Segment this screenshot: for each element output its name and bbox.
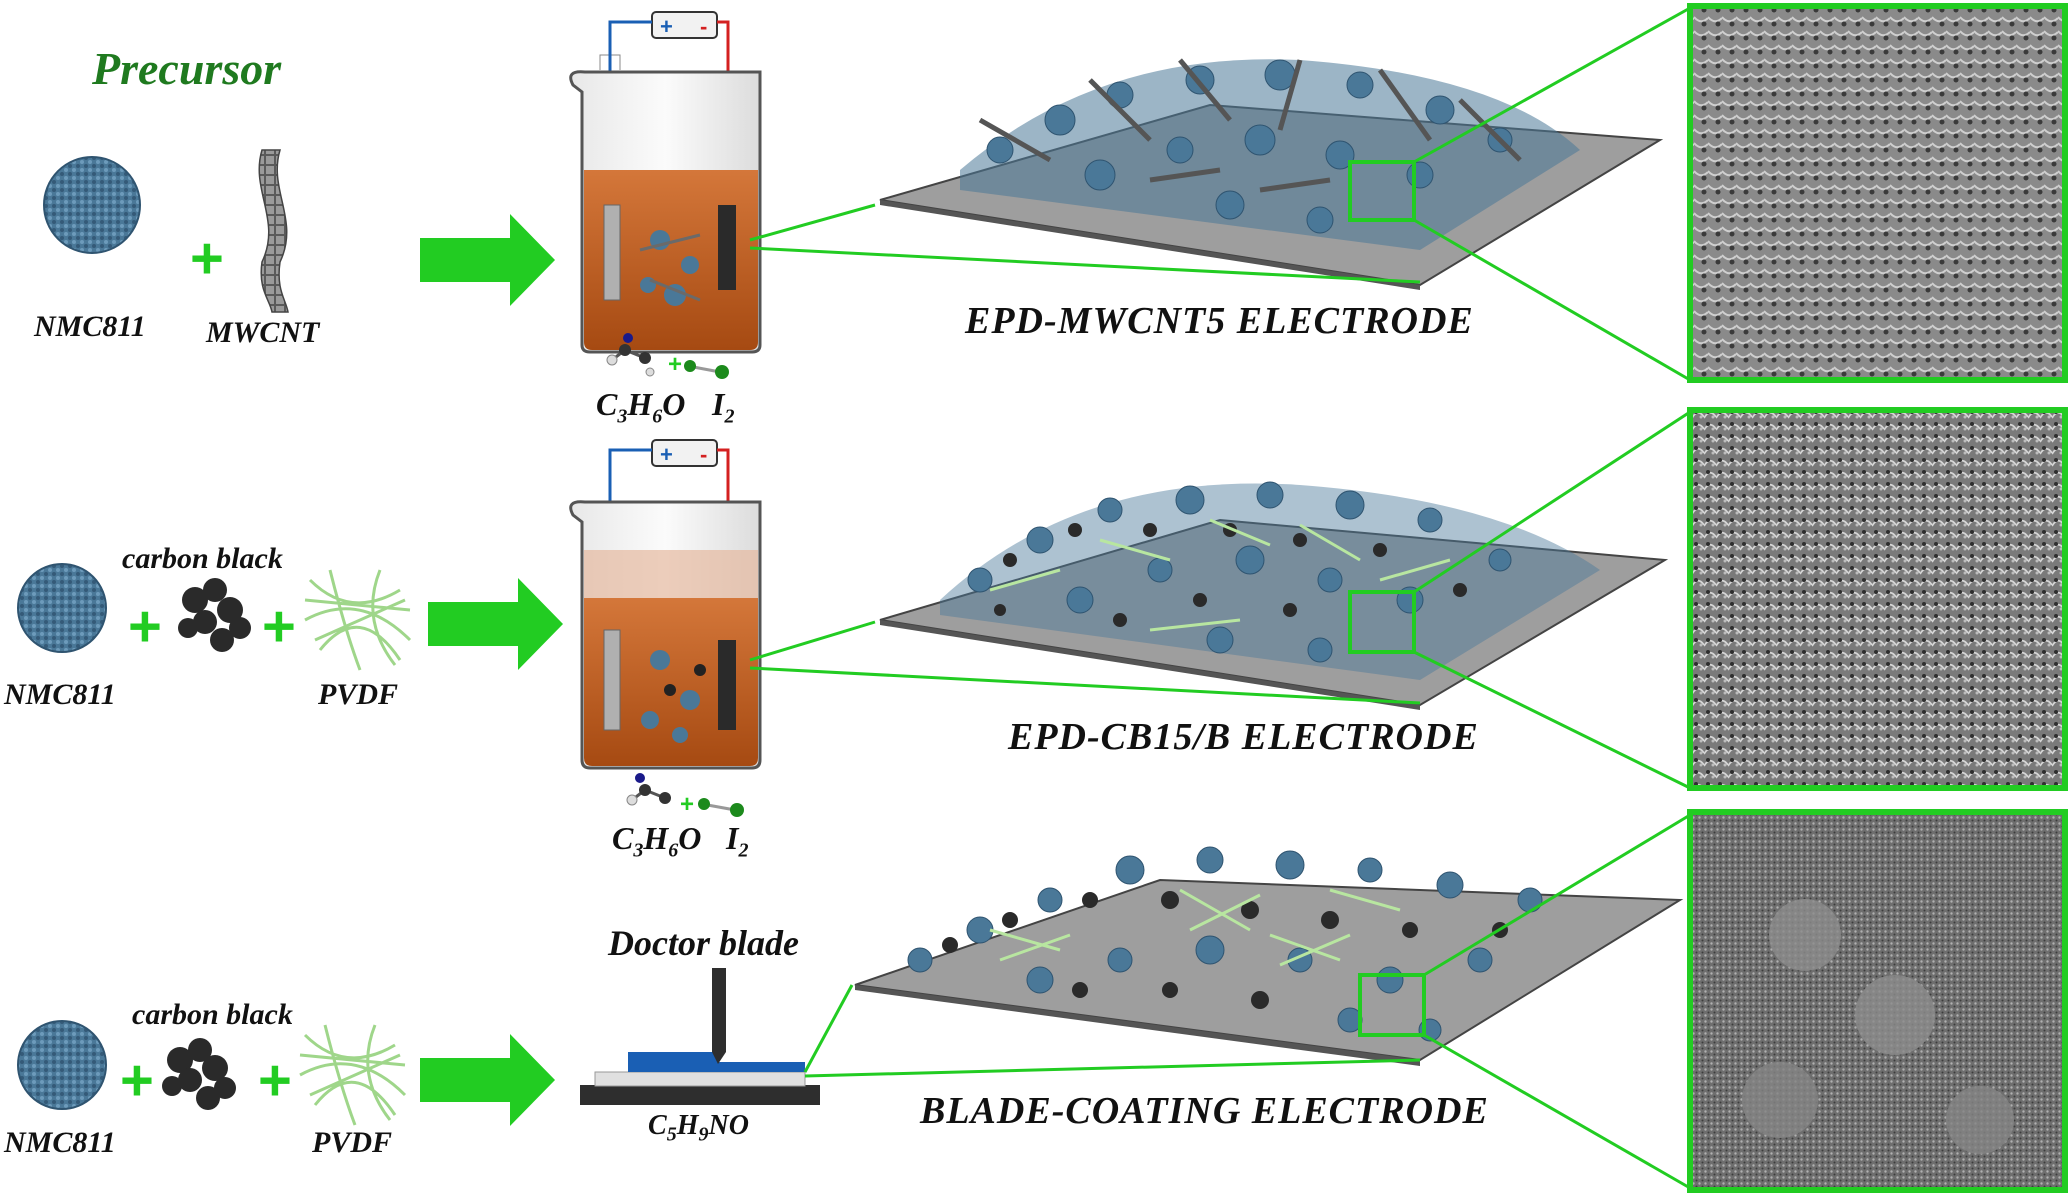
- sem-image-1: [1687, 3, 2068, 383]
- battery-minus-sign: -: [700, 442, 707, 467]
- pvdf-fibers-icon: [299, 1024, 407, 1126]
- carbon-black-icon: [162, 1038, 236, 1110]
- epd-beaker: [569, 11, 762, 354]
- electrode-sheet-1: [879, 58, 1664, 290]
- material-label-nmc811: NMC811: [34, 310, 146, 343]
- plus-sign: +: [190, 226, 224, 291]
- material-label-carbon-black: carbon black: [132, 998, 293, 1031]
- electrode-label: BLADE-COATING ELECTRODE: [920, 1090, 1489, 1132]
- epd-beaker: [569, 439, 762, 770]
- nmc811-particle: [17, 1020, 107, 1110]
- acetone-molecule-icon: [626, 773, 671, 806]
- solvent-formula: C5H9NO: [648, 1110, 749, 1146]
- plus-sign: +: [128, 594, 162, 659]
- acetone-molecule-icon: [606, 333, 655, 377]
- sem-image-2: [1687, 407, 2068, 791]
- battery-minus-sign: -: [700, 14, 707, 39]
- battery-plus-sign: +: [660, 442, 673, 467]
- nmc811-particle: [17, 563, 107, 653]
- process-arrow: [420, 1034, 555, 1126]
- battery-plus-sign: +: [660, 14, 673, 39]
- iodine-molecule-icon: [684, 360, 729, 379]
- electrode-label: EPD-MWCNT5 ELECTRODE: [965, 300, 1474, 342]
- material-label-pvdf: PVDF: [312, 1126, 393, 1159]
- process-arrow: [428, 578, 563, 670]
- iodine-molecule-icon: [698, 798, 744, 817]
- plus-sign: +: [258, 1048, 292, 1113]
- row-3: + +: [17, 809, 2068, 1193]
- plus-sign: +: [120, 1048, 154, 1113]
- electrode-sheet-3: [854, 846, 1684, 1066]
- plus-sign-small: +: [680, 791, 694, 818]
- additive-formula: I2: [712, 386, 735, 428]
- material-label-nmc811: NMC811: [4, 1126, 116, 1159]
- mwcnt-tube: [258, 149, 289, 313]
- row-2: + +: [17, 407, 2068, 818]
- material-label-nmc811: NMC811: [4, 678, 116, 711]
- carbon-black-icon: [178, 578, 251, 652]
- material-label-mwcnt: MWCNT: [206, 316, 320, 349]
- solvent-formula: C3H6O: [596, 386, 686, 428]
- pvdf-fibers-icon: [304, 569, 412, 671]
- electrode-sheet-2: [879, 481, 1669, 710]
- plus-sign: +: [262, 594, 296, 659]
- electrode-label: EPD-CB15/B ELECTRODE: [1008, 716, 1479, 758]
- plus-sign-small: +: [668, 351, 682, 378]
- tool-label-doctor-blade: Doctor blade: [608, 923, 799, 963]
- figure-title: Precursor: [92, 43, 282, 94]
- solvent-formula: C3H6O: [612, 820, 702, 862]
- additive-formula: I2: [726, 820, 749, 862]
- material-label-carbon-black: carbon black: [122, 542, 283, 575]
- doctor-blade-setup: [580, 968, 820, 1105]
- material-label-pvdf: PVDF: [318, 678, 399, 711]
- nmc811-particle: [43, 156, 141, 254]
- row-1: + + -: [43, 3, 2068, 383]
- process-arrow: [420, 214, 555, 306]
